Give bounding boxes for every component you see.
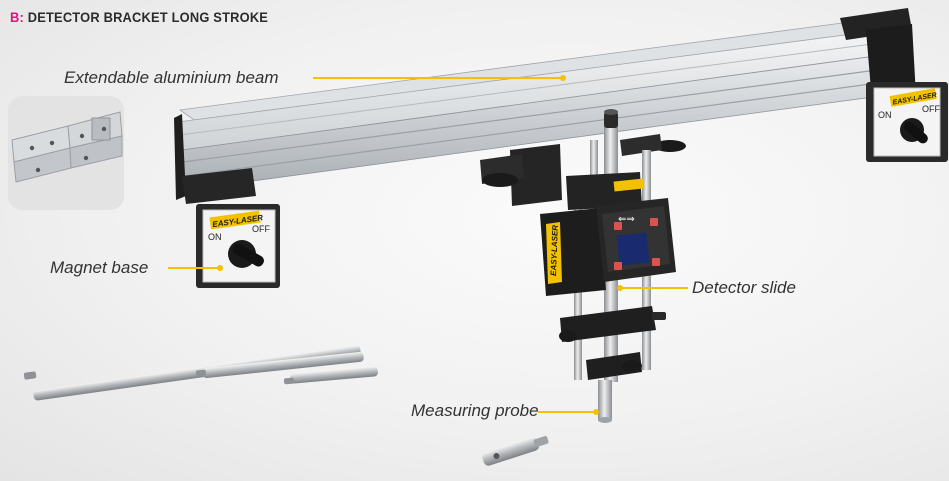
magnet-leader bbox=[168, 265, 223, 271]
beam-label: Extendable aluminium beam bbox=[64, 68, 279, 87]
probe-label: Measuring probe bbox=[411, 401, 539, 420]
magnet-label: Magnet base bbox=[50, 258, 149, 277]
svg-text:OFF: OFF bbox=[922, 104, 940, 114]
probe-leader bbox=[538, 409, 599, 415]
beam-joint-inset bbox=[8, 96, 124, 210]
spare-probe bbox=[482, 436, 549, 466]
svg-text:ON: ON bbox=[878, 110, 892, 120]
extension-rods bbox=[23, 345, 378, 401]
svg-text:OFF: OFF bbox=[252, 224, 270, 234]
lower-clamps bbox=[559, 306, 666, 380]
right-magnet-base: EASY-LASER ON OFF bbox=[866, 82, 948, 162]
detector-leader bbox=[620, 287, 688, 289]
beam-joint-illustration bbox=[11, 111, 123, 183]
center-clamp bbox=[480, 134, 686, 206]
heading-title: DETECTOR BRACKET LONG STROKE bbox=[27, 9, 269, 25]
left-magnet-base: EASY-LASER ON OFF bbox=[182, 168, 280, 288]
figure-heading: B: DETECTOR BRACKET LONG STROKE bbox=[10, 9, 268, 25]
detector-label: Detector slide bbox=[692, 278, 796, 297]
detector-unit: EASY-LASER ⇐⇒ bbox=[540, 198, 676, 296]
svg-text:EASY-LASER: EASY-LASER bbox=[549, 225, 560, 276]
beam-leader bbox=[313, 75, 566, 81]
measuring-probe bbox=[598, 380, 612, 420]
svg-text:⇐⇒: ⇐⇒ bbox=[618, 214, 635, 225]
heading-prefix: B: bbox=[10, 9, 24, 25]
svg-text:ON: ON bbox=[208, 232, 222, 242]
